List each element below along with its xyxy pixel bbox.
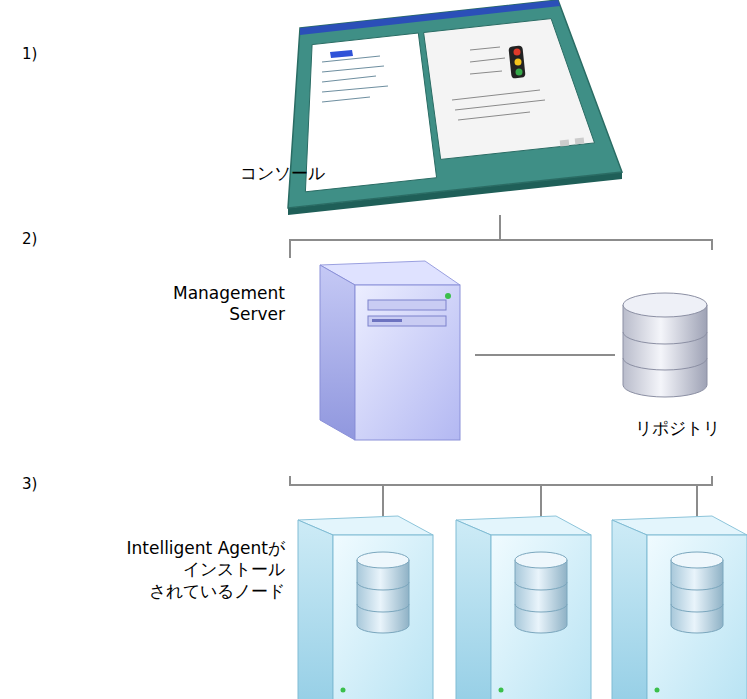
agent-server bbox=[612, 516, 747, 699]
illustration-part bbox=[424, 19, 595, 160]
illustration-part bbox=[330, 50, 353, 58]
illustration-part bbox=[357, 552, 409, 568]
node-label: Intelligent Agentが インストール されているノード bbox=[85, 538, 285, 602]
agent-servers bbox=[298, 516, 747, 699]
illustration-part bbox=[470, 71, 502, 74]
illustration-part bbox=[322, 97, 370, 102]
repository-cylinder bbox=[623, 293, 707, 397]
illustration-part bbox=[322, 76, 376, 82]
illustration-part bbox=[655, 688, 660, 693]
illustration-part bbox=[612, 520, 647, 699]
illustration-part bbox=[491, 535, 591, 699]
tier-number: 2) bbox=[22, 230, 37, 248]
illustration-part bbox=[452, 47, 545, 120]
illustration-part bbox=[357, 604, 409, 612]
illustration-part bbox=[458, 112, 530, 120]
illustration-part bbox=[515, 552, 567, 568]
illustration-part bbox=[368, 300, 446, 310]
tier-number: 1) bbox=[22, 45, 37, 63]
agent-server bbox=[298, 516, 433, 699]
illustration-part bbox=[515, 59, 522, 66]
illustration-part bbox=[508, 45, 525, 78]
illustration-part bbox=[341, 688, 346, 693]
illustration-part bbox=[671, 552, 723, 568]
illustration-part bbox=[322, 86, 388, 92]
illustration-part bbox=[368, 316, 446, 326]
illustration-part bbox=[322, 56, 388, 102]
connector-line bbox=[290, 215, 500, 258]
connector-line bbox=[697, 476, 712, 500]
illustration-part bbox=[515, 582, 567, 590]
illustration-part bbox=[560, 139, 570, 146]
illustration-part bbox=[288, 0, 622, 208]
node-label: リポジトリ bbox=[635, 418, 720, 439]
illustration-part bbox=[623, 305, 707, 397]
server-tower bbox=[320, 261, 460, 440]
tier-number: 3) bbox=[22, 475, 37, 493]
node-label: Management Server bbox=[150, 283, 285, 326]
illustration-part bbox=[322, 66, 384, 72]
illustration-part bbox=[671, 604, 723, 612]
illustration-part bbox=[452, 90, 540, 100]
console-screenshot bbox=[288, 0, 622, 215]
illustration-part bbox=[515, 604, 567, 612]
illustration-part bbox=[298, 520, 333, 699]
illustration-part bbox=[445, 293, 451, 299]
illustration-part bbox=[455, 100, 545, 110]
illustration-part bbox=[357, 560, 409, 633]
diagram-node: Management Server bbox=[140, 258, 475, 476]
illustration-part bbox=[456, 520, 491, 699]
illustration-part bbox=[470, 58, 505, 62]
agent-server bbox=[456, 516, 591, 699]
illustration-part bbox=[499, 688, 504, 693]
illustration-part bbox=[514, 49, 521, 56]
illustration-part bbox=[623, 358, 707, 370]
illustration-part bbox=[355, 285, 460, 440]
illustration-part bbox=[305, 33, 436, 192]
illustration-part bbox=[671, 560, 723, 633]
illustration-part bbox=[333, 535, 433, 699]
illustration-part bbox=[671, 582, 723, 590]
connector-line bbox=[475, 354, 615, 356]
illustration-part bbox=[357, 582, 409, 590]
diagram-node: コンソール bbox=[230, 0, 625, 215]
connector-line bbox=[500, 215, 712, 250]
illustration-part bbox=[322, 56, 380, 62]
illustration-part bbox=[320, 265, 355, 440]
illustration-part bbox=[647, 535, 747, 699]
diagram-node: リポジトリ bbox=[615, 250, 747, 476]
illustration-part bbox=[623, 332, 707, 344]
illustration-part bbox=[623, 293, 707, 317]
illustration-part bbox=[575, 137, 585, 144]
diagram-node: Intelligent Agentが インストール されているノード bbox=[90, 500, 747, 699]
connector-line bbox=[290, 476, 383, 500]
illustration-part bbox=[516, 69, 523, 76]
node-label: コンソール bbox=[240, 163, 325, 184]
illustration-part bbox=[515, 560, 567, 633]
illustration-part bbox=[470, 47, 500, 50]
illustration-part bbox=[372, 319, 402, 322]
